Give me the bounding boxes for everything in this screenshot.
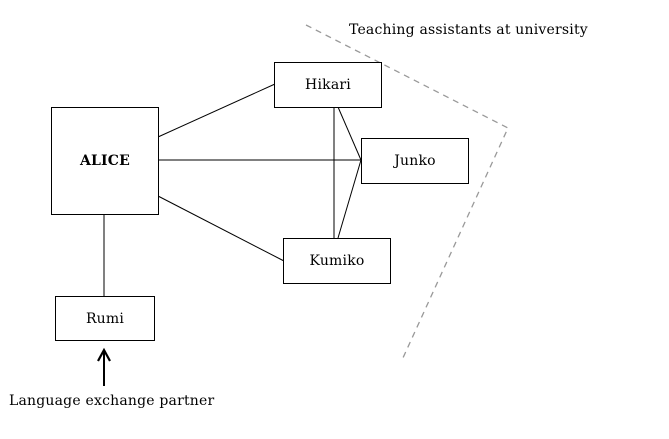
node-junko: Junko — [361, 138, 469, 184]
arrow-head — [97, 347, 111, 362]
node-rumi-label: Rumi — [85, 310, 125, 327]
annotation-language-exchange: Language exchange partner — [9, 393, 215, 409]
edge-kumiko-junko — [337, 159, 362, 239]
node-junko-label: Junko — [394, 153, 436, 169]
node-hikari: Hikari — [274, 62, 382, 108]
edge-alice-hikari — [157, 83, 276, 138]
node-kumiko-label: Kumiko — [309, 253, 365, 269]
group-label-teaching-assistants: Teaching assistants at university — [349, 22, 588, 38]
edge-hikari-junko — [337, 106, 362, 161]
node-rumi: Rumi — [55, 296, 155, 341]
node-alice-label: ALICE — [79, 153, 131, 169]
edge-alice-kumiko — [157, 195, 285, 262]
node-kumiko: Kumiko — [283, 238, 391, 284]
node-hikari-label: Hikari — [305, 77, 351, 93]
node-alice: ALICE — [51, 107, 159, 215]
group-boundary — [305, 24, 509, 361]
